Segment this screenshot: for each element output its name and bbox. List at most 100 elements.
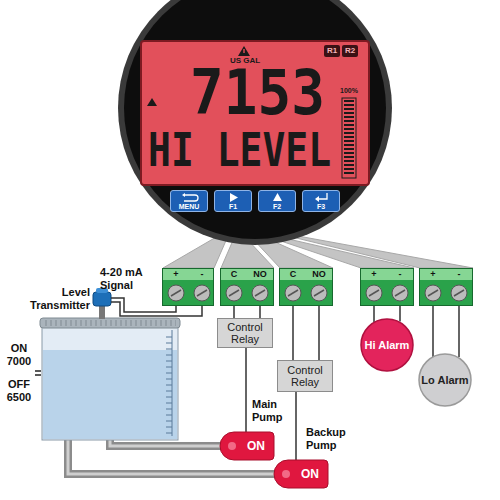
alarm-label: Hi Alarm <box>365 339 410 351</box>
bar-segment <box>344 148 354 150</box>
bar-segment <box>344 160 354 162</box>
terminal-label: + <box>365 269 383 280</box>
terminal-screw <box>392 285 408 301</box>
bar-segment <box>344 136 354 138</box>
pipe-highlight <box>110 440 222 446</box>
screw-slot <box>255 290 265 296</box>
tank-liquid <box>43 350 177 439</box>
wire-connector <box>295 392 297 460</box>
relay-indicator-label: R1 <box>324 45 340 57</box>
screw-slot <box>369 290 379 296</box>
screw-slot <box>454 290 464 296</box>
bar-segment <box>344 156 354 158</box>
warning-icon <box>238 46 250 56</box>
screw-slot <box>314 290 324 296</box>
pipe <box>110 440 222 446</box>
button-label: F2 <box>259 203 295 211</box>
terminal-strip <box>280 269 332 280</box>
button-label: F1 <box>215 203 251 211</box>
function-button: F3 <box>302 190 340 212</box>
button-icon <box>273 193 282 201</box>
terminal-label: - <box>450 269 468 280</box>
node-graphic <box>221 269 275 307</box>
bar-segment <box>344 172 354 174</box>
terminal-screw <box>285 285 301 301</box>
transmitter-stem <box>99 306 105 319</box>
terminal-label: + <box>167 269 185 280</box>
bar-segment <box>344 100 354 102</box>
setpoint-mark <box>35 370 41 372</box>
bar-segment <box>344 116 354 118</box>
screw-slot <box>288 290 298 296</box>
pump-hub <box>282 470 290 478</box>
terminal-block: +- <box>360 268 414 306</box>
button-icon <box>184 195 198 201</box>
button-icon <box>315 196 319 202</box>
wire-connector <box>292 306 294 360</box>
terminal-screw <box>425 285 441 301</box>
button-label: MENU <box>171 203 207 211</box>
bar-segment <box>344 168 354 170</box>
relay-indicator: R1 <box>324 45 340 57</box>
terminal-block: CNO <box>279 268 333 306</box>
bar-segment <box>344 112 354 114</box>
fan-wedge <box>163 236 228 268</box>
bar-segment <box>344 132 354 134</box>
fan-wedge <box>288 236 473 268</box>
node-graphic <box>163 269 215 307</box>
control-relay: Control Relay <box>277 360 333 392</box>
setpoint-label: OFF 6500 <box>3 378 35 404</box>
function-button: MENU <box>170 190 208 212</box>
pump-body <box>274 460 328 488</box>
relay-wire <box>259 306 261 318</box>
pump-label: Backup Pump <box>306 426 350 452</box>
bar-segment <box>344 144 354 146</box>
node-graphic <box>420 269 474 307</box>
alarm-wire <box>399 306 401 322</box>
pump: Backup PumpON <box>272 458 330 490</box>
bar-segment <box>344 164 354 166</box>
wire-connector <box>245 348 247 432</box>
terminal-label: NO <box>310 269 328 280</box>
setpoint-mark <box>35 374 41 376</box>
tank-lid <box>40 318 180 328</box>
terminal-label: - <box>193 269 211 280</box>
relay-label: Control Relay <box>221 321 269 345</box>
screw-slot <box>395 290 405 296</box>
terminal-screw <box>451 285 467 301</box>
meter-bezel <box>118 0 392 245</box>
bar-segment <box>344 104 354 106</box>
function-button: F1 <box>214 190 252 212</box>
terminal-strip <box>163 269 213 280</box>
relay-wire <box>318 306 320 360</box>
trend-arrow <box>147 98 157 106</box>
terminal-screw <box>252 285 268 301</box>
screw-slot <box>428 290 438 296</box>
relay-label: Control Relay <box>281 364 329 388</box>
terminal-block: CNO <box>220 268 274 306</box>
terminal-label: + <box>424 269 442 280</box>
pump-label: Main Pump <box>252 398 296 424</box>
terminal-screw <box>194 285 210 301</box>
relay-indicator: R2 <box>342 45 358 57</box>
lcd-screen: US GAL7153HI LEVEL100%R1R2 <box>140 40 370 186</box>
relay-indicator-label: R2 <box>342 45 358 57</box>
terminal-screw <box>168 285 184 301</box>
control-relay: Control Relay <box>217 318 273 348</box>
button-label: F3 <box>303 203 339 211</box>
terminal-label: - <box>391 269 409 280</box>
bar-segment <box>344 152 354 154</box>
bar-scale: 100% <box>338 87 360 94</box>
pump-status: ON <box>292 467 328 481</box>
pump-body <box>220 432 274 460</box>
level-transmitter <box>93 292 111 306</box>
level-reading: 7153 <box>190 62 325 124</box>
bar-segment <box>344 108 354 110</box>
alarm-indicator: Lo Alarm <box>418 353 472 407</box>
pump-hub <box>228 442 236 450</box>
terminal-strip <box>420 269 472 280</box>
transmitter-label: Level Transmitter <box>6 286 90 312</box>
terminal-label: C <box>225 269 243 280</box>
alarm-label: Lo Alarm <box>421 374 468 386</box>
